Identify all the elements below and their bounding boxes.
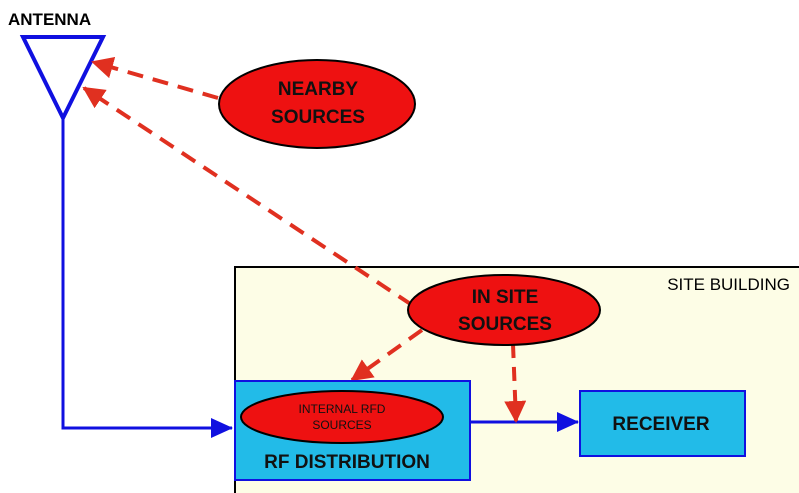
insite-to-rfd-arrow [350, 328, 424, 382]
rf-distribution-block: INTERNAL RFD SOURCES RF DISTRIBUTION [234, 380, 471, 481]
rf-distribution-label: RF DISTRIBUTION [264, 452, 430, 473]
receiver-label: RECEIVER [612, 414, 709, 435]
internal-rfd-sources-line2: SOURCES [312, 418, 371, 432]
in-site-sources-line1: IN SITE [472, 287, 539, 308]
in-site-sources-line2: SOURCES [458, 314, 552, 335]
in-site-sources: IN SITE SOURCES [407, 274, 601, 346]
nearby-sources-line1: NEARBY [278, 79, 359, 100]
internal-rfd-sources-line1: INTERNAL RFD [299, 402, 386, 416]
antenna-label: ANTENNA [8, 10, 91, 29]
antenna-feed-line [61, 118, 233, 438]
nearby-sources: NEARBY SOURCES [218, 59, 416, 149]
insite-to-antenna-arrow [82, 86, 414, 307]
insite-to-signal-path-arrow [504, 343, 527, 423]
nearby-sources-line2: SOURCES [271, 107, 365, 128]
nearby-to-antenna-arrow [91, 56, 219, 100]
site-building-label: SITE BUILDING [667, 275, 790, 294]
internal-rfd-sources [240, 390, 444, 444]
receiver-block: RECEIVER [579, 390, 746, 457]
antenna-icon [19, 35, 107, 123]
